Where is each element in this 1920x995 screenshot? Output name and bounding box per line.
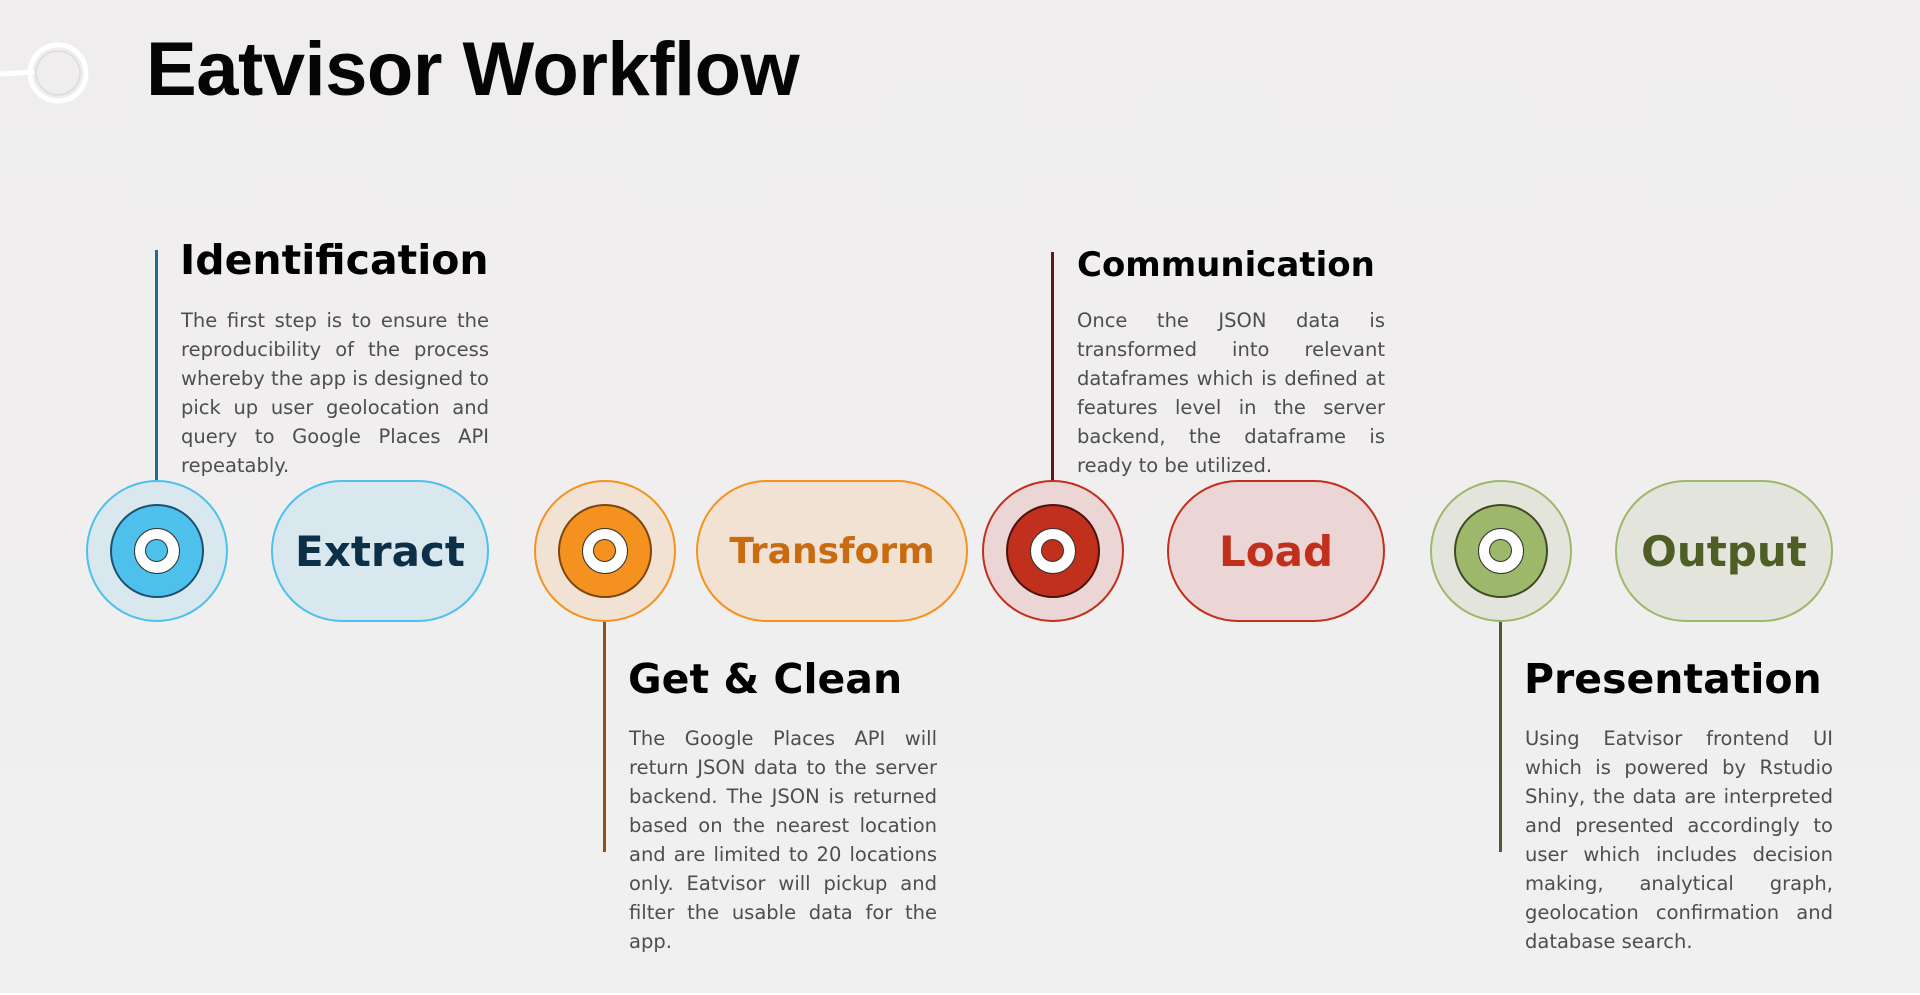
stage-transform: Transform [696, 480, 968, 622]
text-get-clean: The Google Places API will return JSON d… [629, 727, 937, 953]
connector-communication [1051, 252, 1054, 505]
stage-extract: Extract [271, 480, 489, 622]
text-communication: Once the JSON data is transformed into r… [1077, 309, 1385, 477]
heading-communication: Communication [1077, 245, 1375, 285]
target-icon-extract [86, 480, 228, 622]
heading-presentation: Presentation [1524, 655, 1822, 703]
text-identification: The first step is to ensure the reproduc… [181, 309, 489, 477]
target-icon-transform [534, 480, 676, 622]
target-icon-output [1430, 480, 1572, 622]
connector-get-clean [603, 600, 606, 852]
connector-presentation [1499, 600, 1502, 852]
stage-load: Load [1167, 480, 1385, 622]
heading-get-clean: Get & Clean [628, 655, 903, 703]
connector-identification [155, 250, 158, 505]
heading-identification: Identification [180, 236, 489, 284]
corner-target-icon [0, 42, 89, 104]
target-icon-load [982, 480, 1124, 622]
stage-output: Output [1615, 480, 1833, 622]
page-title: Eatvisor Workflow [146, 27, 800, 112]
text-presentation: Using Eatvisor frontend UI which is powe… [1525, 727, 1833, 953]
